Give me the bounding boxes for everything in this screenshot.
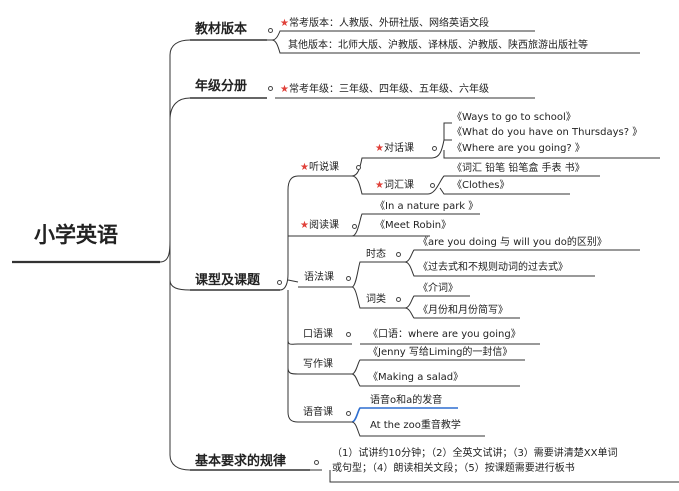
course-reading: ★阅读课 bbox=[300, 220, 339, 231]
collapse-toggle-tense[interactable] bbox=[396, 252, 401, 257]
star-icon: ★ bbox=[375, 143, 384, 154]
collapse-toggle-grammar[interactable] bbox=[346, 276, 351, 281]
star-icon: ★ bbox=[300, 162, 309, 173]
star-icon: ★ bbox=[375, 180, 384, 191]
tense-item: 《过去式和不规则动词的过去式》 bbox=[418, 262, 568, 273]
reading-item: 《Meet Robin》 bbox=[375, 220, 452, 231]
collapse-toggle-grades[interactable] bbox=[268, 86, 273, 91]
collapse-toggle-textbook[interactable] bbox=[268, 28, 273, 33]
course-oral: 口语课 bbox=[303, 329, 333, 340]
parts-item: 《介词》 bbox=[418, 283, 458, 294]
course-grammar: 语法课 bbox=[304, 272, 334, 283]
textbook-item-other: 其他版本：北师大版、沪教版、译林版、沪教版、陕西旅游出版社等 bbox=[288, 40, 588, 51]
collapse-toggle-phonics[interactable] bbox=[346, 411, 351, 416]
reading-item: 《In a nature park 》 bbox=[375, 201, 479, 212]
collapse-toggle-courses[interactable] bbox=[277, 280, 282, 285]
star-icon: ★ bbox=[300, 220, 309, 231]
collapse-toggle-oral[interactable] bbox=[346, 332, 351, 337]
rules-line: 或句型；（4）朗读相关文段；（5）按课题需要进行板书 bbox=[332, 463, 575, 474]
course-vocab: ★词汇课 bbox=[375, 180, 414, 191]
branch-textbook-title: 教材版本 bbox=[195, 22, 248, 37]
dialogue-item: 《Ways to go to school》 bbox=[452, 112, 576, 123]
course-writing: 写作课 bbox=[303, 359, 333, 370]
phonics-item: At the zoo重音教学 bbox=[370, 420, 461, 431]
dialogue-item: 《What do you have on Thursdays? 》 bbox=[452, 127, 643, 138]
grades-item-common: ★常考年级：三年级、四年级、五年级、六年级 bbox=[280, 84, 489, 95]
branch-grades-title: 年级分册 bbox=[195, 79, 248, 94]
course-listening: ★听说课 bbox=[300, 162, 339, 173]
dialogue-item: 《Where are you going? 》 bbox=[452, 143, 585, 154]
grammar-tense: 时态 bbox=[366, 249, 386, 260]
star-icon: ★ bbox=[280, 84, 289, 95]
tense-item: 《are you doing 与 will you do的区别》 bbox=[418, 237, 607, 248]
vocab-item: 《Clothes》 bbox=[452, 180, 510, 191]
collapse-toggle-rules[interactable] bbox=[314, 460, 319, 465]
oral-item: 《口语：where are you going》 bbox=[368, 329, 521, 340]
branch-rules-title: 基本要求的规律 bbox=[195, 454, 287, 469]
course-dialogue: ★对话课 bbox=[375, 143, 414, 154]
writing-item: 《Jenny 写给Liming的一封信》 bbox=[368, 347, 513, 358]
grammar-parts: 词类 bbox=[366, 294, 386, 305]
collapse-toggle-dialogue[interactable] bbox=[432, 146, 437, 151]
branch-courses-title: 课型及课题 bbox=[195, 273, 261, 288]
phonics-item-selected: 语音o和a的发音 bbox=[370, 395, 443, 406]
parts-item: 《月份和月份简写》 bbox=[418, 305, 508, 316]
star-icon: ★ bbox=[280, 18, 289, 29]
course-phonics: 语音课 bbox=[303, 407, 333, 418]
collapse-toggle-listening[interactable] bbox=[356, 165, 361, 170]
collapse-toggle-parts[interactable] bbox=[396, 297, 401, 302]
writing-item: 《Making a salad》 bbox=[368, 372, 464, 383]
collapse-toggle-vocab[interactable] bbox=[430, 183, 435, 188]
vocab-item: 《词汇 铅笔 铅笔盒 手表 书》 bbox=[452, 163, 585, 174]
textbook-item-common: ★常考版本：人教版、外研社版、网络英语文段 bbox=[280, 18, 489, 29]
rules-line: （1）试讲约10分钟；（2）全英文试讲；（3）需要讲清楚XX单词 bbox=[332, 448, 618, 459]
root-title: 小学英语 bbox=[34, 223, 118, 247]
collapse-toggle-reading[interactable] bbox=[352, 224, 357, 229]
